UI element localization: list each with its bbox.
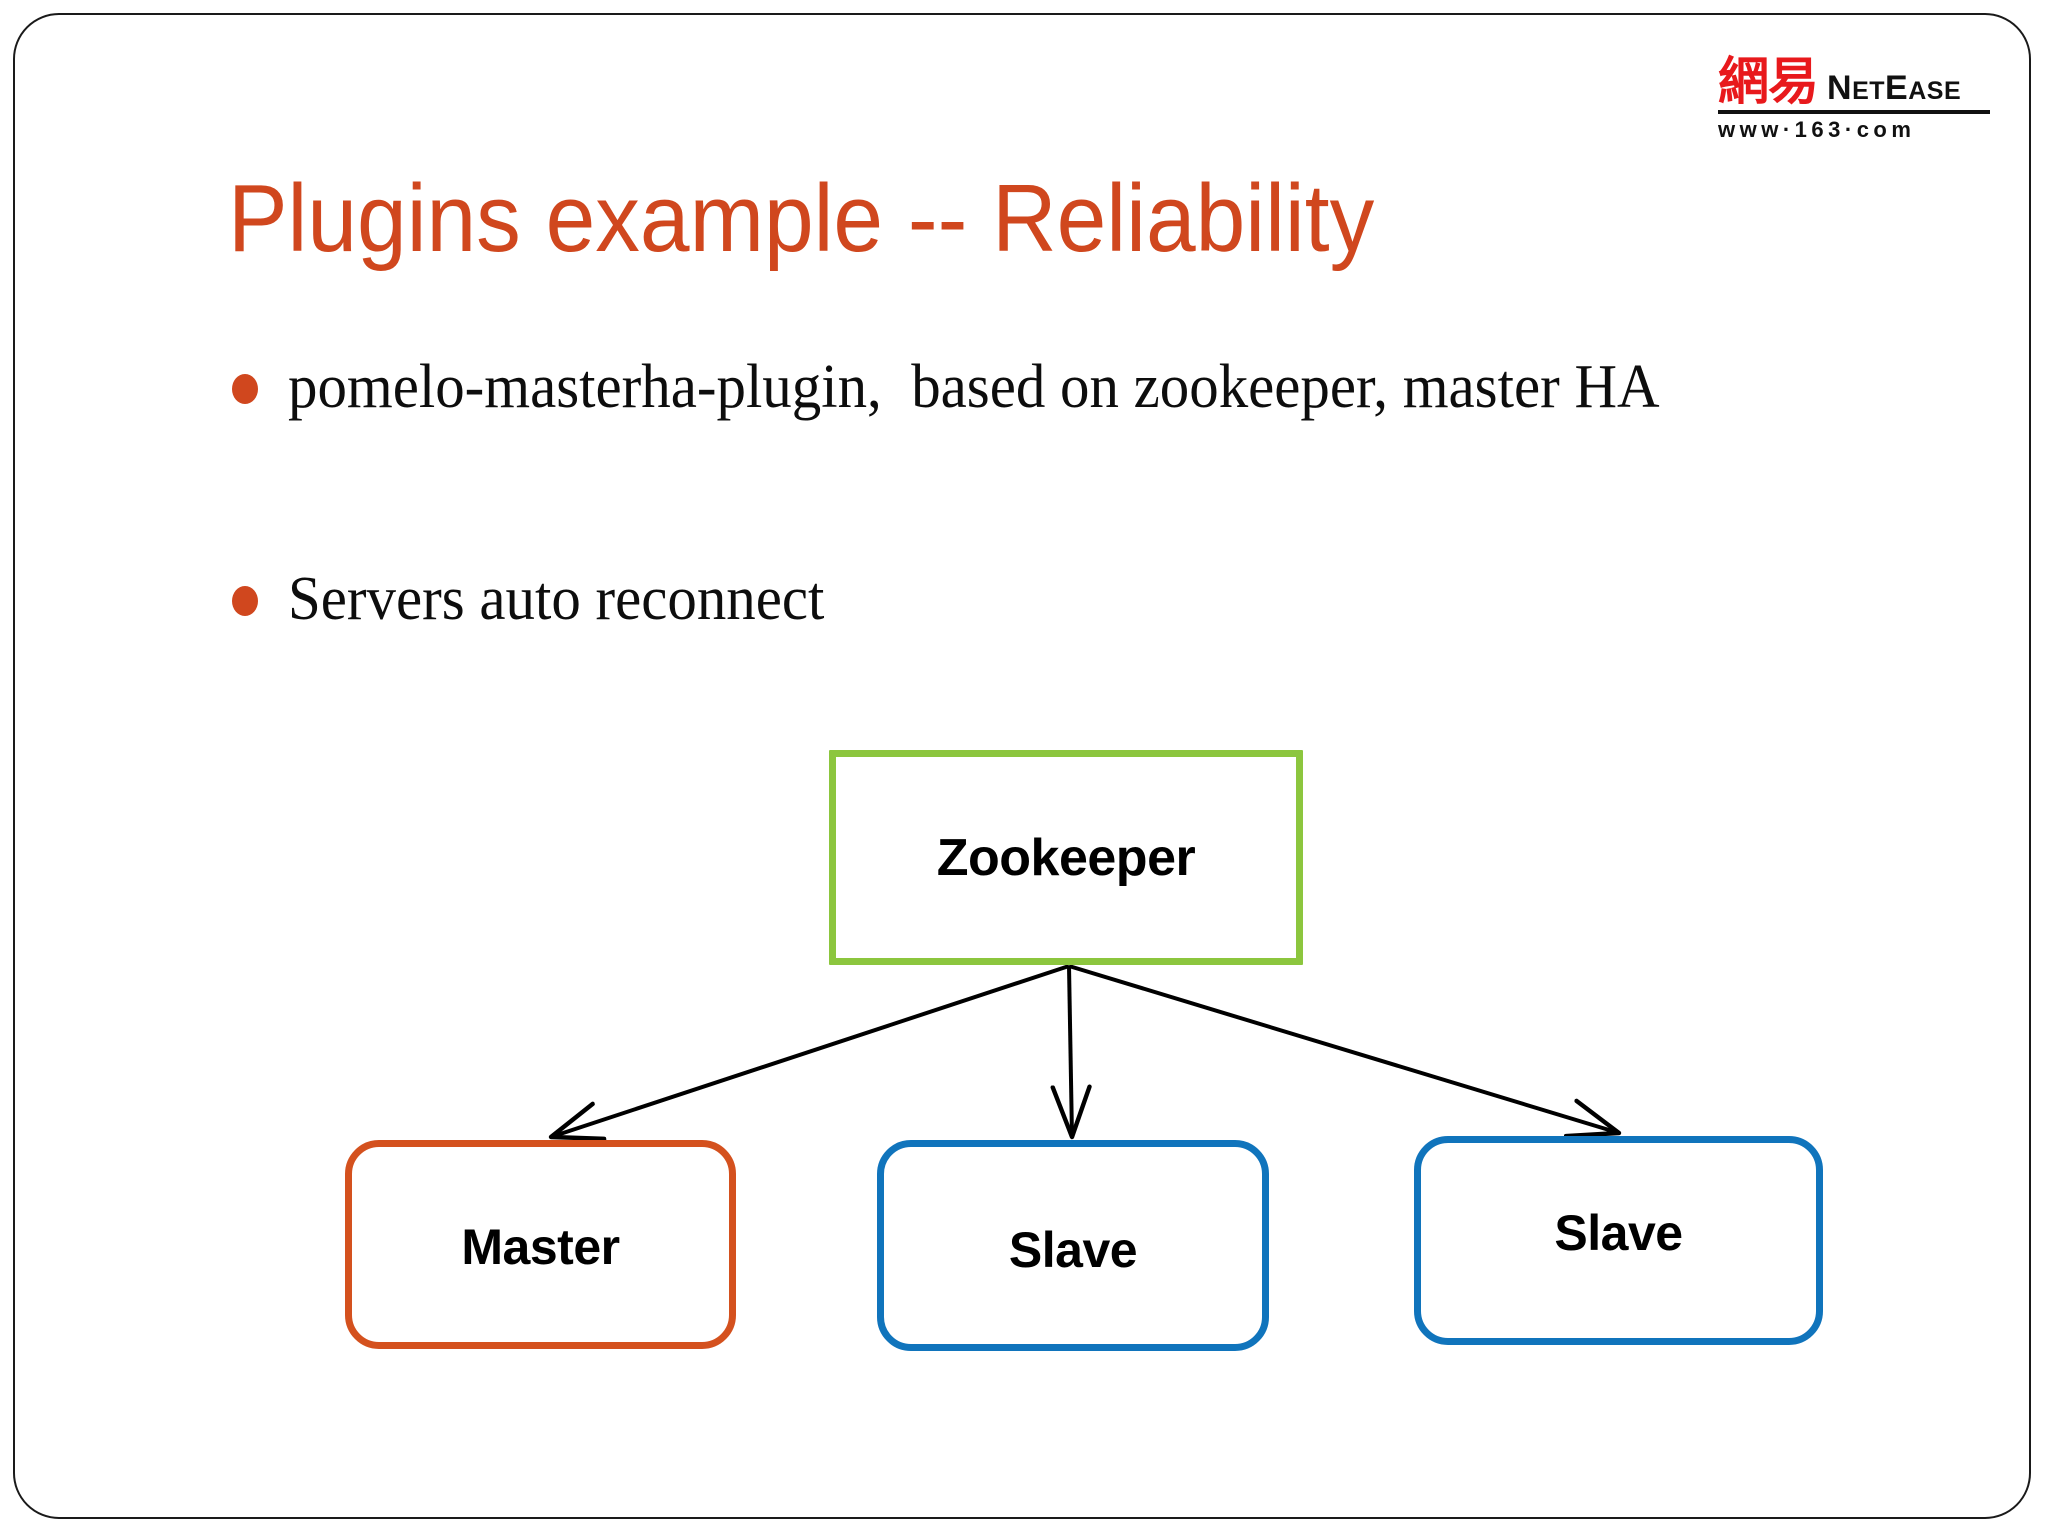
diagram-node-zookeeper[interactable]: Zookeeper [829,750,1303,965]
netease-wordmark-e: E [1885,69,1909,107]
logo-divider-rule [1718,110,1990,114]
diagram-node-master[interactable]: Master [345,1140,736,1349]
netease-wordmark-et: ET [1852,77,1886,105]
bullet-dot-icon [232,374,258,404]
page-title: Plugins example -- Reliability [228,165,1375,272]
edge-zookeeper-to-slave-2 [1068,964,1619,1133]
bullet-item-1: pomelo-masterha-plugin, based on zookeep… [232,350,1732,424]
diagram-node-zookeeper-label: Zookeeper [936,828,1196,887]
bullet-item-2: Servers auto reconnect [232,562,853,636]
diagram-node-slave-1-label: Slave [1008,1221,1138,1278]
netease-wordmark-ase: ASE [1908,77,1962,105]
netease-url: www·163·com [1718,117,1916,142]
diagram-node-master-label: Master [461,1218,620,1275]
netease-chinese-characters: 網易 [1718,53,1819,112]
netease-wordmark: NETEASE [1827,71,1961,108]
logo-wordmark-row: 網易 NETEASE [1718,52,1990,108]
edge-zookeeper-to-master [551,964,1070,1137]
netease-logo: 網易 NETEASE www·163·com [1718,52,1990,142]
bullet-dot-icon [232,586,258,616]
diagram-node-slave-2-label: Slave [1554,1204,1683,1261]
netease-wordmark-n: N [1827,69,1853,107]
diagram-node-slave-2[interactable]: Slave [1414,1136,1823,1345]
diagram-node-slave-1[interactable]: Slave [877,1140,1269,1351]
bullet-item-2-label: Servers auto reconnect [288,565,825,633]
edge-zookeeper-to-slave-1 [1069,965,1072,1137]
bullet-item-1-label: pomelo-masterha-plugin, based on zookeep… [288,353,1660,421]
